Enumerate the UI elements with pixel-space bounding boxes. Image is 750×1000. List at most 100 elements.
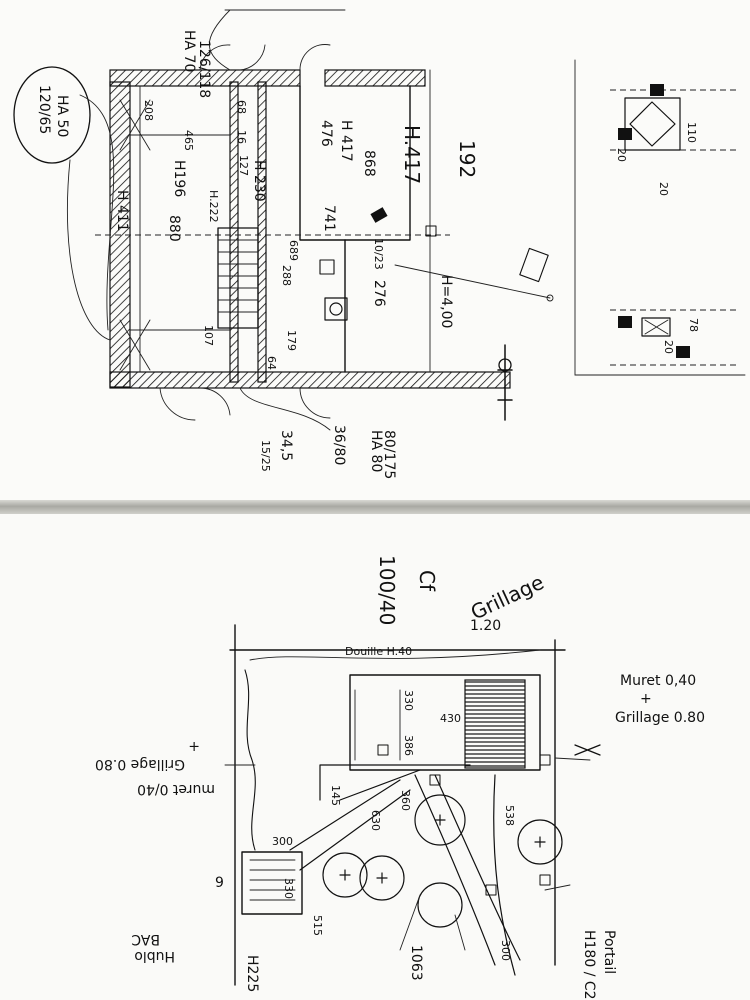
- bottom-leaders: [399, 894, 466, 951]
- light-2: [429, 774, 441, 786]
- label-360: 360: [399, 790, 412, 811]
- label-h230: H 230: [251, 160, 267, 202]
- label-ha50: HA 50: [54, 95, 70, 137]
- house-block: [349, 674, 541, 771]
- label-10-23: 10/23: [372, 238, 385, 270]
- label-64: 64: [265, 356, 278, 370]
- label-h411: H 411: [114, 190, 130, 232]
- door-arcs-north: [199, 44, 331, 71]
- label-868: 868: [361, 150, 377, 177]
- label-179: 179: [285, 330, 298, 351]
- path-curved: [414, 774, 521, 966]
- bin-cross: [644, 319, 669, 335]
- label-78: 78: [687, 318, 700, 332]
- label-20a: 20: [615, 148, 628, 162]
- sink: [324, 297, 348, 321]
- label-hublo: Hublo: [134, 948, 175, 964]
- label-300: 300: [272, 835, 293, 848]
- label-80-175: 80/175: [381, 430, 397, 479]
- tree-4: [517, 819, 563, 865]
- planter-3: [618, 316, 632, 328]
- shed: [241, 851, 303, 915]
- hedge-wavy: [244, 669, 256, 851]
- label-386: 386: [402, 735, 415, 756]
- label-douille: Douille H.40: [345, 645, 412, 658]
- garden-boundary: [574, 59, 746, 376]
- tree-1: [322, 852, 368, 898]
- label-portail: Portail: [601, 930, 617, 974]
- bench-diamond: [629, 101, 676, 147]
- planter-2: [618, 128, 632, 140]
- label-36-80: 36/80: [331, 425, 347, 465]
- bench-frame: [624, 97, 681, 151]
- tree-3: [414, 794, 466, 846]
- label-330b: 330: [282, 878, 295, 899]
- label-276: 276: [371, 280, 387, 307]
- leader-line: [394, 264, 551, 299]
- wall-south: [109, 371, 511, 389]
- label-grillage: Grillage: [467, 570, 548, 625]
- label-68: 68: [235, 100, 248, 114]
- label-bac: BAC: [131, 931, 160, 947]
- label-34-5: 34,5: [278, 430, 294, 461]
- wall-center-2: [257, 81, 267, 383]
- label-145: 145: [329, 785, 342, 806]
- label-288: 288: [280, 265, 293, 286]
- label-plus-1: +: [640, 691, 652, 707]
- planter-4: [676, 346, 690, 358]
- label-192: 192: [455, 140, 479, 178]
- bin: [641, 317, 671, 337]
- post: [519, 247, 549, 283]
- tree-markers: [339, 814, 546, 884]
- label-16: 16: [235, 130, 248, 144]
- site-boundary: [229, 624, 566, 986]
- label-100-40: 100/40: [375, 555, 399, 625]
- path-right: [493, 774, 516, 976]
- label-430: 430: [440, 712, 461, 725]
- label-h417b: H.417: [400, 125, 424, 184]
- marker-post: [497, 344, 513, 421]
- label-880: 880: [166, 215, 182, 242]
- terrace-striped: [464, 679, 526, 769]
- label-476: 476: [318, 120, 334, 147]
- leader-dot: [546, 294, 554, 302]
- label-689: 689: [287, 240, 300, 261]
- light-4: [539, 874, 551, 886]
- room-outline: [299, 85, 411, 241]
- label-538: 538: [503, 805, 516, 826]
- fixture-black: [370, 207, 388, 223]
- label-ha80: HA 80: [368, 430, 384, 472]
- tree-5: [417, 882, 463, 928]
- appliance: [319, 259, 335, 275]
- label-plus-2: +: [188, 738, 200, 754]
- label-330: 330: [402, 690, 415, 711]
- label-grillage-3: Grillage 0.80: [95, 756, 185, 772]
- small-box: [425, 225, 437, 237]
- label-h400: H=4,00: [438, 275, 454, 328]
- site-plan-bottom: [224, 624, 601, 986]
- douille-line: [249, 649, 541, 661]
- light-3: [485, 884, 497, 896]
- label-300b: 300: [499, 940, 512, 961]
- label-630: 630: [369, 810, 382, 831]
- path-top: [319, 764, 471, 801]
- wall-north-left: [109, 69, 301, 87]
- light-1: [377, 744, 389, 756]
- label-127: 127: [237, 155, 250, 176]
- label-20c: 20: [662, 340, 675, 354]
- planter-1: [650, 84, 664, 96]
- label-ha70: HA 70: [181, 30, 197, 72]
- callout-window: [13, 66, 91, 164]
- label-h180: H180 / C232: [581, 930, 597, 1000]
- stair-treads: [217, 239, 259, 313]
- label-110: 110: [685, 122, 698, 143]
- door-arcs-south: [159, 387, 331, 421]
- label-20b: 20: [657, 182, 670, 196]
- label-grillage-2: Grillage 0.80: [615, 710, 705, 726]
- gate-leaders: [544, 757, 591, 891]
- label-h222: H.222: [207, 190, 220, 223]
- label-h417: H 417: [338, 120, 354, 162]
- label-cf: Cf: [415, 570, 439, 592]
- label-515: 515: [311, 915, 324, 936]
- callout-leaders: [66, 94, 115, 341]
